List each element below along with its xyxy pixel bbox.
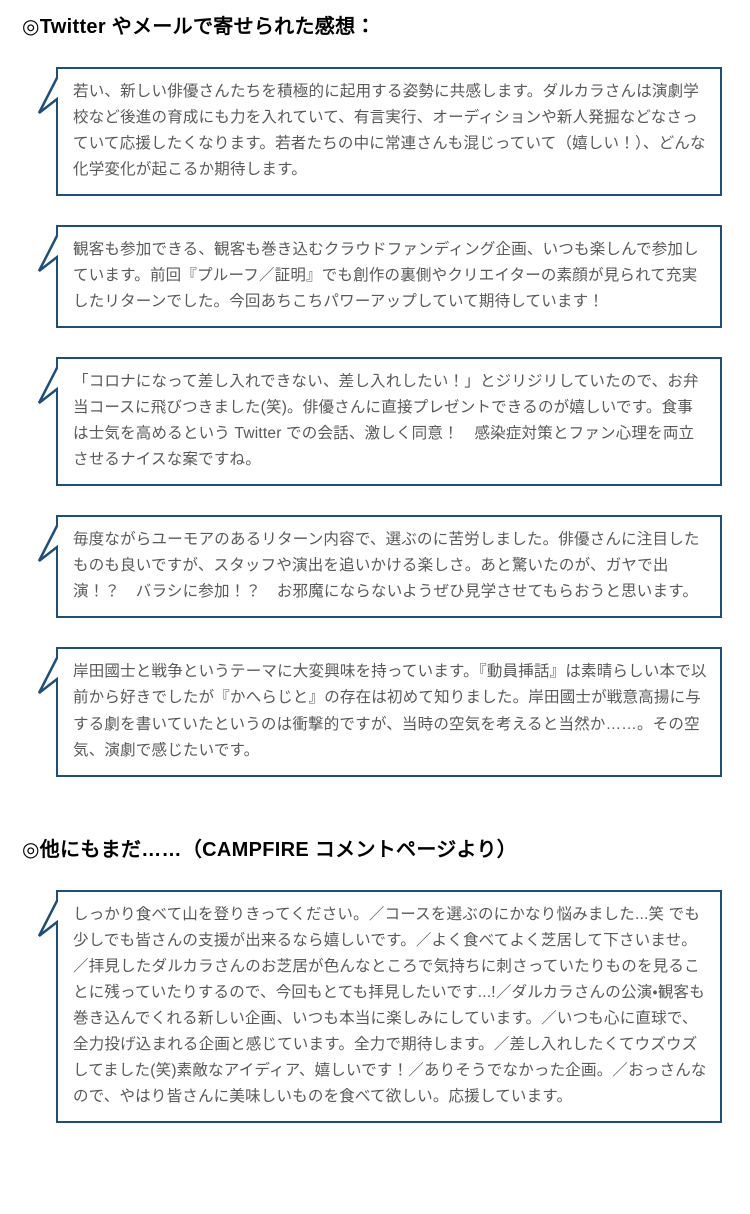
speech-tail-icon	[37, 895, 58, 937]
comment-bubble: 毎度ながらユーモアのあるリターン内容で、選ぶのに苦労しました。俳優さんに注目した…	[37, 515, 722, 619]
comment-bubble: しっかり食べて山を登りきってください。／コースを選ぶのにかなり悩みました...笑…	[37, 889, 722, 1123]
speech-tail-icon	[37, 73, 58, 114]
comment-text: 岸田國士と戦争というテーマに大変興味を持っています。『動員挿話』は素晴らしい本で…	[73, 663, 707, 759]
comment-text: 毎度ながらユーモアのあるリターン内容で、選ぶのに苦労しました。俳優さんに注目した…	[73, 531, 700, 601]
speech-tail-icon	[37, 653, 58, 695]
speech-tail-icon	[37, 521, 58, 563]
comment-text: 観客も参加できる、観客も巻き込むクラウドファンディング企画、いつも楽しんで参加し…	[73, 241, 699, 311]
speech-tail-icon	[37, 363, 58, 405]
speech-tail-icon	[37, 231, 58, 273]
comment-bubble: 若い、新しい俳優さんたちを積極的に起用する姿勢に共感します。ダルカラさんは演劇学…	[37, 67, 722, 197]
comment-text: しっかり食べて山を登りきってください。／コースを選ぶのにかなり悩みました...笑…	[73, 905, 707, 1105]
section-heading-campfire-comments: ◎他にもまだ……（CAMPFIRE コメントページより）	[22, 838, 518, 861]
comment-bubble: 「コロナになって差し入れできない、差し入れしたい！」とジリジリしていたので、お弁…	[37, 357, 722, 487]
comment-bubble: 岸田國士と戦争というテーマに大変興味を持っています。『動員挿話』は素晴らしい本で…	[37, 647, 722, 777]
section-heading-twitter-feedback: ◎Twitter やメールで寄せられた感想：	[22, 16, 376, 38]
comment-bubble: 観客も参加できる、観客も巻き込むクラウドファンディング企画、いつも楽しんで参加し…	[37, 225, 722, 329]
comment-text: 若い、新しい俳優さんたちを積極的に起用する姿勢に共感します。ダルカラさんは演劇学…	[73, 83, 706, 179]
comment-text: 「コロナになって差し入れできない、差し入れしたい！」とジリジリしていたので、お弁…	[73, 373, 699, 469]
